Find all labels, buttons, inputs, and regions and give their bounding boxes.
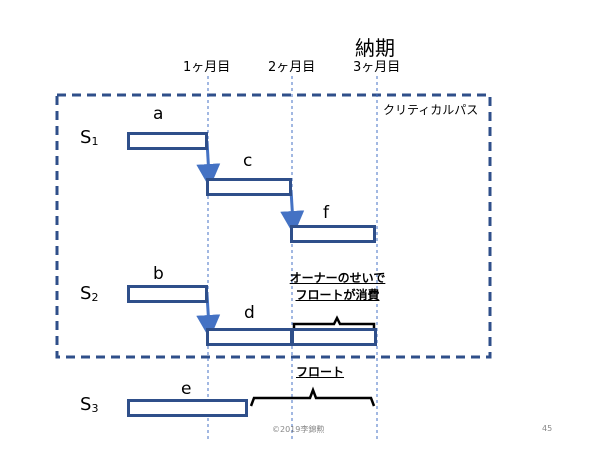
row-label-s2: S2	[80, 283, 98, 304]
row-label-s1-name: S	[80, 127, 92, 148]
row-label-s2-name: S	[80, 283, 92, 304]
copyright: ©2019李錦勲	[272, 425, 325, 434]
task-bar-b[interactable]	[127, 285, 208, 303]
month-label-2: 2ヶ月目	[268, 60, 316, 75]
task-label-f: f	[323, 203, 329, 223]
task-bar-f[interactable]	[290, 225, 376, 243]
task-bar-d[interactable]	[206, 328, 293, 346]
critical-path-label: クリティカルパス	[383, 103, 479, 117]
task-label-b: b	[153, 264, 164, 284]
row-label-s1-sub: 1	[91, 135, 99, 148]
brace-owner-float	[292, 315, 376, 330]
month-label-1: 1ヶ月目	[183, 60, 231, 75]
row-label-s3: S3	[80, 394, 98, 415]
task-bar-a[interactable]	[127, 132, 208, 150]
page-number: 45	[542, 424, 553, 433]
task-label-d: d	[244, 303, 255, 323]
row-label-s1: S1	[80, 127, 98, 148]
owner-float-note-line2: フロートが消費	[295, 288, 380, 302]
task-bar-c[interactable]	[206, 178, 292, 196]
float-note: フロート	[296, 365, 345, 379]
critical-path-frame	[55, 93, 492, 359]
page-title: 納期	[355, 36, 395, 60]
brace-float	[249, 386, 376, 407]
row-label-s3-name: S	[80, 394, 92, 415]
month-label-3: 3ヶ月目	[353, 60, 401, 75]
row-label-s2-sub: 2	[91, 291, 99, 304]
owner-float-note: オーナーのせいで フロートが消費	[270, 270, 405, 304]
owner-float-note-line1: オーナーのせいで	[289, 271, 386, 285]
row-label-s3-sub: 3	[91, 402, 99, 415]
task-label-e: e	[181, 379, 192, 399]
task-bar-e[interactable]	[127, 399, 248, 417]
task-label-a: a	[153, 104, 164, 124]
task-label-c: c	[243, 151, 253, 171]
task-bar-d-float[interactable]	[291, 328, 377, 346]
